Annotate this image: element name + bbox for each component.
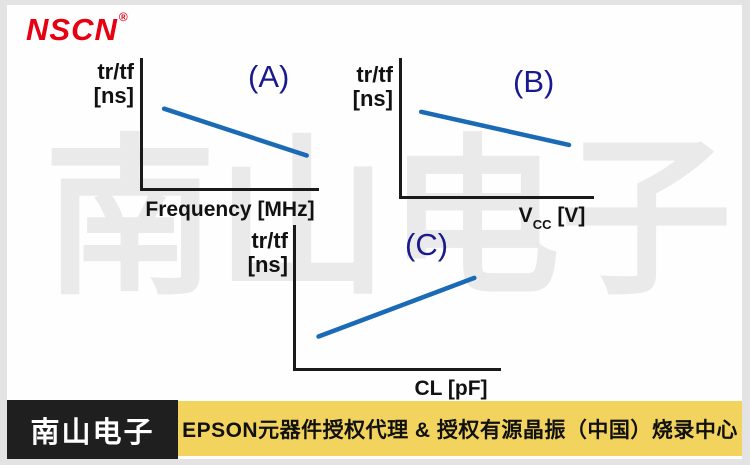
y-axis-label: tr/tf [ns] [230, 229, 288, 277]
panel-label-a: (A) [248, 59, 290, 94]
panel-label-c: (C) [405, 227, 449, 262]
footer-brand-text: 南山电子 [30, 416, 155, 449]
y-axis-line [399, 58, 402, 199]
trend-line [164, 109, 307, 156]
panel-label-b: (B) [513, 64, 555, 99]
y-axis-label-line2: [ns] [247, 251, 288, 277]
content-area [7, 5, 742, 459]
nscn-logo: NSCN® [26, 11, 128, 47]
y-axis-line [293, 225, 296, 371]
x-axis-label: Frequency [MHz] [145, 198, 315, 221]
y-axis-label-line2: [ns] [352, 85, 393, 111]
footer-tagline-block: EPSON元器件授权代理 & 授权有源晶振（中国）烧录中心 [178, 401, 742, 456]
x-axis-label-symbol: V [518, 204, 533, 227]
y-axis-label-line2: [ns] [93, 82, 134, 108]
x-axis-label-subscript: CC [532, 217, 552, 233]
y-axis-label-line1: tr/tf [251, 228, 288, 253]
trend-line-svg [402, 58, 594, 196]
x-axis-label: VCC [V] [462, 204, 642, 233]
y-axis-label: tr/tf [ns] [335, 63, 393, 111]
y-axis-line [140, 58, 143, 191]
trend-line-svg [143, 58, 319, 188]
x-axis-label-unit: [V] [557, 204, 586, 227]
trend-line [421, 112, 569, 145]
x-axis-line [140, 188, 319, 191]
trend-line [319, 278, 475, 337]
watermark-text: 南山电子 [44, 123, 732, 315]
nscn-logo-text: NSCN [26, 12, 118, 47]
x-axis-label: CL [pF] [414, 377, 488, 400]
x-axis-line [399, 196, 594, 199]
trend-line-svg [296, 225, 501, 368]
y-axis-label: tr/tf [ns] [76, 60, 134, 108]
y-axis-label-line1: tr/tf [97, 59, 134, 84]
footer-brand-block: 南山电子 [7, 400, 178, 459]
y-axis-label-line1: tr/tf [356, 62, 393, 87]
x-axis-line [293, 368, 501, 371]
registered-mark: ® [118, 10, 128, 24]
footer-tagline-text: EPSON元器件授权代理 & 授权有源晶振（中国）烧录中心 [182, 418, 738, 442]
